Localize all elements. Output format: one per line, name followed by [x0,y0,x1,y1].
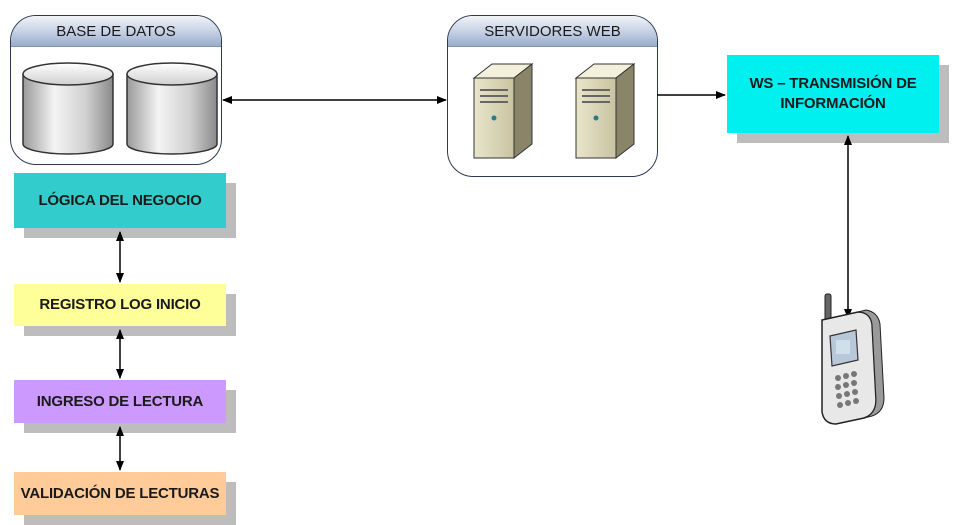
database-group: BASE DE DATOS [10,15,222,165]
database-cylinder-icon [22,62,114,155]
server-tower-icon [574,62,636,160]
ws-box-label-line2: INFORMACIÓN [780,95,886,112]
database-cylinders [22,62,218,155]
mobile-phone-icon [821,293,885,425]
server-tower-icon [472,62,534,160]
database-group-title: BASE DE DATOS [11,16,221,47]
ws-box-label-line1: WS – TRANSMISIÓN DE [749,75,917,92]
business-logic-box: LÓGICA DEL NEGOCIO [14,173,226,228]
login-log-box: REGISTRO LOG INICIO [14,284,226,326]
server-icons [472,62,636,160]
reading-entry-box: INGRESO DE LECTURA [14,380,226,423]
webservers-group: SERVIDORES WEB [447,15,658,177]
ws-transmission-box: WS – TRANSMISIÓN DE INFORMACIÓN [727,55,939,133]
database-cylinder-icon [126,62,218,155]
validation-box: VALIDACIÓN DE LECTURAS [14,472,226,515]
webservers-group-title: SERVIDORES WEB [448,16,657,47]
